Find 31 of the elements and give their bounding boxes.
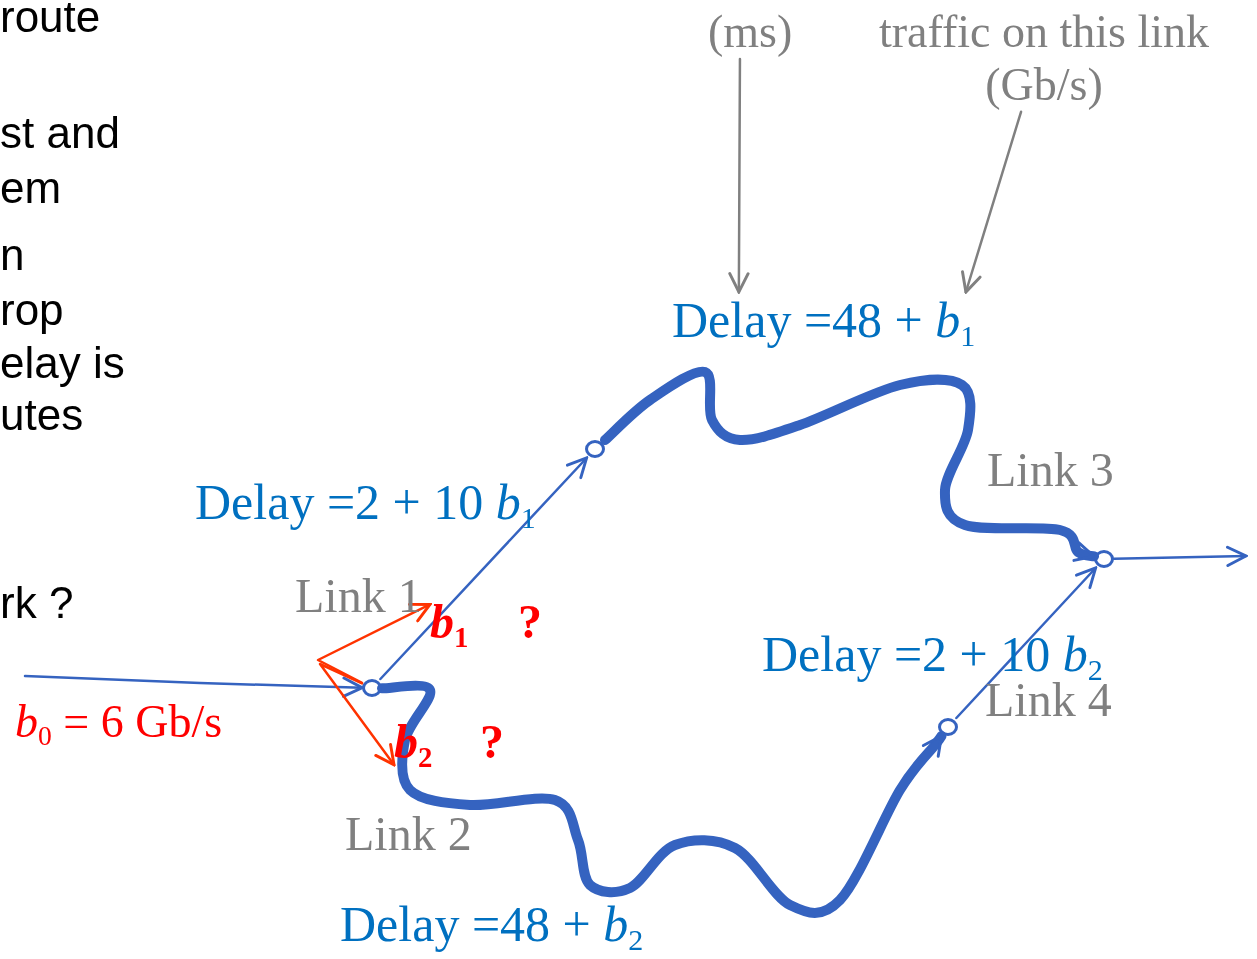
output-arrow	[1112, 545, 1248, 567]
slide-text: rk ?	[0, 578, 74, 629]
slide-text: n	[0, 230, 25, 281]
delay-formula: Delay =48 + b$_{2}$	[340, 896, 644, 954]
slide-text: utes	[0, 390, 84, 441]
router-node	[585, 440, 605, 458]
router-node	[1094, 550, 1114, 568]
delay-formula: Delay =48 + b$_{1}$	[672, 292, 976, 350]
slide-text: st and	[0, 108, 120, 159]
link-label: Link 2	[345, 806, 472, 862]
leader-arrow	[728, 57, 750, 294]
leader-arrow	[961, 110, 1023, 294]
slide-text: em	[0, 163, 62, 214]
router-node	[938, 718, 958, 736]
slide-text: rop	[0, 285, 64, 336]
variable-label: traffic on this link (Gb/s)	[838, 6, 1250, 112]
link-line	[379, 456, 589, 681]
input-rate: b$_{0}$ = 6 Gb/s	[15, 696, 223, 749]
split-arrow	[316, 602, 432, 685]
router-node	[362, 679, 382, 697]
question-mark: ?	[480, 714, 504, 770]
slide-text: elay is	[0, 338, 125, 389]
link-line	[955, 566, 1098, 720]
unit-label: (ms)	[708, 6, 793, 59]
question-mark: ?	[518, 594, 542, 650]
link-label: Link 3	[987, 442, 1114, 498]
slide-text: route	[0, 0, 101, 43]
split-arrow	[318, 662, 396, 767]
link-line	[600, 366, 1099, 564]
link-line	[377, 680, 947, 918]
input-arrow	[23, 674, 364, 698]
